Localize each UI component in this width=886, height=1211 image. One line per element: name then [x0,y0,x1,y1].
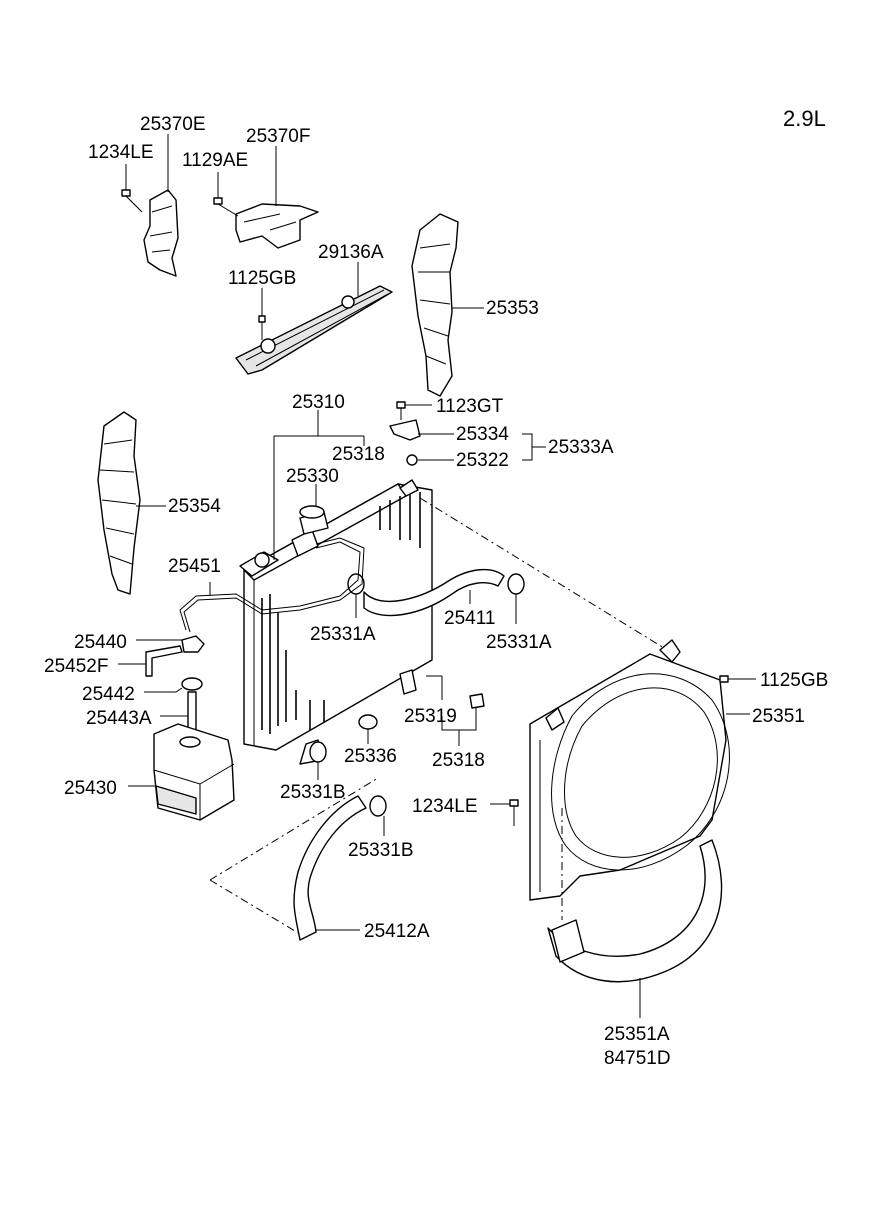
label-25354: 25354 [168,496,221,517]
label-25353: 25353 [486,298,539,319]
side-panel-25353 [411,213,459,397]
label-25443a: 25443A [86,708,152,729]
overflow-hose-25451 [179,537,365,633]
label-25322: 25322 [456,450,509,471]
label-84751d: 84751D [604,1048,671,1069]
lower-fan-shroud-25351a [547,839,723,983]
bolt-1123gt [396,401,406,420]
label-25336: 25336 [344,746,397,767]
radiator-cap-25330 [299,505,329,535]
label-1234le-shroud: 1234LE [412,796,478,817]
label-25370f: 25370F [246,126,310,147]
bolt-1234le-top [121,189,143,213]
label-25318-bottom: 25318 [432,750,485,771]
drain-cock-25319 [399,669,417,695]
label-25333a: 25333A [548,437,614,458]
radiator-25310 [239,479,433,751]
plug-25336 [358,714,378,730]
label-25452f: 25452F [44,656,108,677]
label-25351a: 25351A [604,1024,670,1045]
label-29136a: 29136A [318,242,384,263]
clamp-25331b-right [369,795,387,817]
label-25412a: 25412A [364,921,430,942]
bolt-1125gb-top [258,315,266,340]
label-25331a-left: 25331A [310,624,376,645]
hose-25452f [145,645,183,677]
label-1129ae: 1129AE [182,150,248,171]
drain-plug-25318 [469,693,485,709]
cushion-25322 [406,454,418,466]
label-25334: 25334 [456,424,509,445]
engine-label: 2.9L [783,106,826,131]
gasket-25442 [181,677,203,691]
label-25442: 25442 [82,684,135,705]
label-1234le-top: 1234LE [88,142,154,163]
fan-shroud-25351 [529,639,730,901]
reservoir-tank-25430 [153,723,235,821]
label-25330: 25330 [286,466,339,487]
label-25440: 25440 [74,632,127,653]
bolt-1125gb-shroud [719,675,729,683]
label-25430: 25430 [64,778,117,799]
upper-hose-25411 [363,569,505,617]
clamp-25331b-left [309,741,327,763]
label-1123gt: 1123GT [436,396,504,417]
label-25451: 25451 [168,556,221,577]
label-25331b-right: 25331B [348,840,414,861]
cap-25440 [181,635,205,653]
label-25319: 25319 [404,706,457,727]
label-25331a-right: 25331A [486,632,552,653]
bolt-1234le-shroud [509,799,519,826]
bolt-1129ae [213,197,239,217]
label-25331b-left: 25331B [280,782,346,803]
bracket-25370f [235,203,319,249]
label-25370e: 25370E [140,114,206,135]
label-1125gb-shroud: 1125GB [760,670,828,691]
bracket-25370e [143,189,179,277]
label-25318-top: 25318 [332,444,385,465]
bracket-25334 [389,419,421,441]
side-panel-25354 [97,411,141,595]
label-25351: 25351 [752,706,805,727]
label-1125gb-top: 1125GB [228,268,296,289]
clamp-25331a-right [507,573,525,595]
radiator-cover-29136a [235,285,393,375]
label-25411: 25411 [444,608,495,629]
label-25310: 25310 [292,392,345,413]
